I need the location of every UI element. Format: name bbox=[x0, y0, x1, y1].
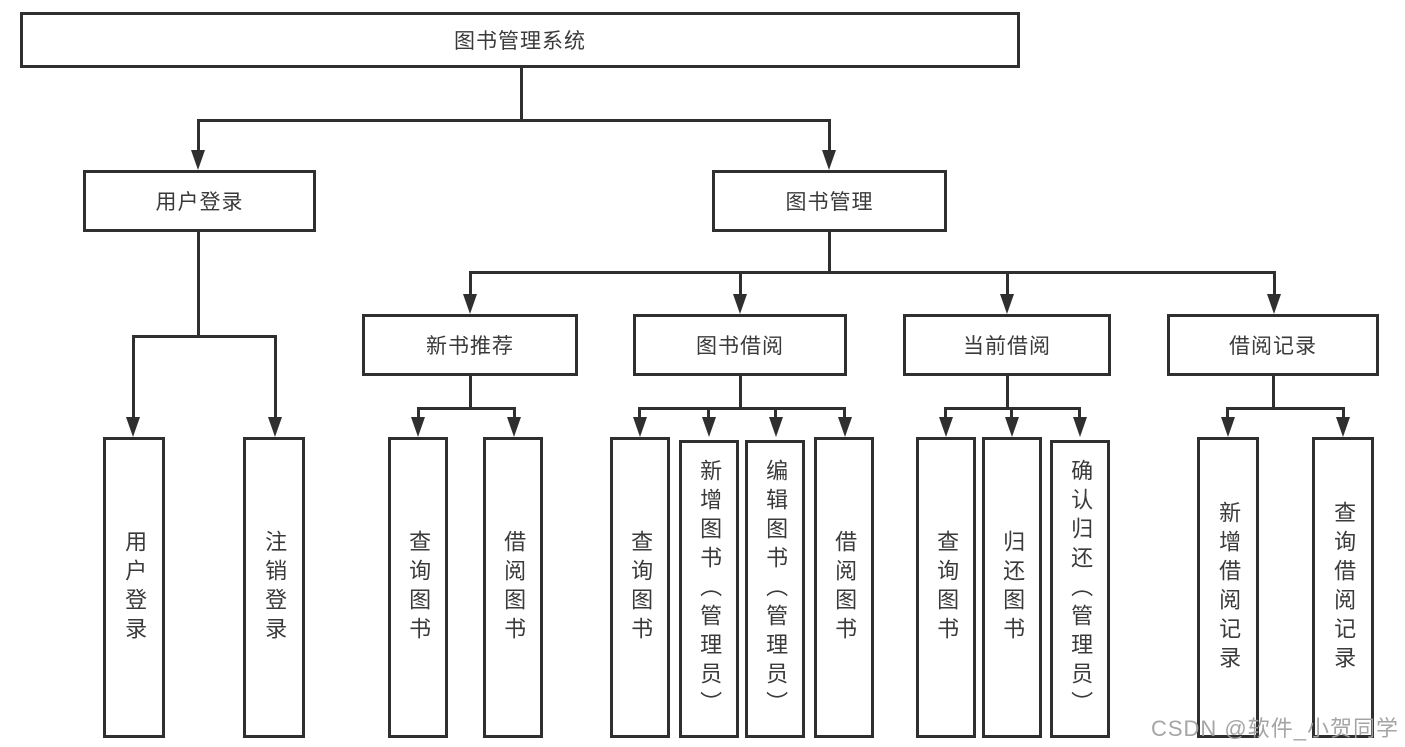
connector-bar bbox=[469, 271, 1276, 274]
node-book-borrow-label: 图书借阅 bbox=[696, 335, 784, 358]
connector-stem bbox=[828, 232, 831, 273]
node-borrow-records-label: 借阅记录 bbox=[1229, 335, 1317, 358]
connector-drop bbox=[274, 335, 277, 419]
connector-stem bbox=[469, 376, 472, 409]
connector-drop bbox=[1078, 407, 1081, 421]
leaf-label: 确认归还（管理员） bbox=[1068, 458, 1094, 720]
connector-drop bbox=[1006, 271, 1009, 297]
leaf-query-books-borrow: 查询图书 bbox=[610, 437, 670, 738]
connector-stem bbox=[197, 232, 200, 337]
connector-drop bbox=[1273, 271, 1276, 297]
leaf-borrow-books-recommend: 借阅图书 bbox=[483, 437, 543, 738]
arrow-down-icon bbox=[411, 417, 425, 437]
connector-bar bbox=[417, 407, 516, 410]
arrow-down-icon bbox=[191, 150, 205, 170]
leaf-label: 查询图书 bbox=[406, 529, 432, 646]
leaf-add-books-admin: 新增图书（管理员） bbox=[679, 440, 739, 738]
connector-drop bbox=[707, 407, 710, 421]
leaf-user-login: 用户登录 bbox=[103, 437, 165, 738]
leaf-label: 借阅图书 bbox=[832, 529, 858, 646]
node-current-borrow: 当前借阅 bbox=[903, 314, 1111, 376]
arrow-down-icon bbox=[1005, 417, 1019, 437]
arrow-down-icon bbox=[702, 417, 716, 437]
arrow-down-icon bbox=[733, 294, 747, 314]
connector-drop bbox=[638, 407, 641, 421]
connector-drop bbox=[1226, 407, 1229, 421]
arrow-down-icon bbox=[268, 417, 282, 437]
connector-drop bbox=[828, 119, 831, 153]
arrow-down-icon bbox=[1073, 417, 1087, 437]
connector-stem bbox=[1006, 376, 1009, 409]
node-book-management-label: 图书管理 bbox=[785, 191, 874, 214]
leaf-borrow-books: 借阅图书 bbox=[814, 437, 874, 738]
node-new-book-recommend: 新书推荐 bbox=[362, 314, 578, 376]
leaf-confirm-return-admin: 确认归还（管理员） bbox=[1050, 440, 1110, 738]
node-book-borrow: 图书借阅 bbox=[633, 314, 847, 376]
arrow-down-icon bbox=[838, 417, 852, 437]
leaf-label: 查询图书 bbox=[628, 529, 654, 646]
connector-bar bbox=[1226, 407, 1345, 410]
arrow-down-icon bbox=[939, 417, 953, 437]
node-current-borrow-label: 当前借阅 bbox=[963, 335, 1051, 358]
connector-drop bbox=[944, 407, 947, 421]
node-user-login: 用户登录 bbox=[83, 170, 316, 232]
arrow-down-icon bbox=[1267, 294, 1281, 314]
connector-drop bbox=[197, 119, 200, 153]
connector-bar bbox=[638, 407, 846, 410]
arrow-down-icon bbox=[507, 417, 521, 437]
leaf-logout-label: 注销登录 bbox=[262, 529, 288, 646]
connector-drop bbox=[1342, 407, 1345, 421]
arrow-down-icon bbox=[463, 294, 477, 314]
leaf-query-borrow-record: 查询借阅记录 bbox=[1312, 437, 1374, 738]
leaf-label: 新增借阅记录 bbox=[1216, 500, 1242, 675]
arrow-down-icon bbox=[1000, 294, 1014, 314]
connector-bar bbox=[132, 335, 277, 338]
leaf-logout: 注销登录 bbox=[243, 437, 305, 738]
leaf-query-books-current: 查询图书 bbox=[916, 437, 976, 738]
node-user-login-label: 用户登录 bbox=[155, 191, 244, 214]
leaf-return-books: 归还图书 bbox=[982, 437, 1042, 738]
connector-drop bbox=[417, 407, 420, 421]
connector-drop bbox=[774, 407, 777, 421]
csdn-watermark: CSDN @软件_小贺同学 bbox=[1150, 716, 1399, 741]
connector-stem bbox=[739, 376, 742, 409]
arrow-down-icon bbox=[769, 417, 783, 437]
connector-drop bbox=[132, 335, 135, 419]
connector-drop bbox=[469, 271, 472, 297]
leaf-label: 编辑图书（管理员） bbox=[763, 458, 789, 720]
connector-drop bbox=[1010, 407, 1013, 421]
leaf-label: 新增图书（管理员） bbox=[697, 458, 723, 720]
node-new-book-recommend-label: 新书推荐 bbox=[426, 335, 514, 358]
leaf-edit-books-admin: 编辑图书（管理员） bbox=[745, 440, 805, 738]
connector-root-stem bbox=[520, 68, 523, 121]
leaf-label: 借阅图书 bbox=[501, 529, 527, 646]
connector-root-bar bbox=[197, 119, 831, 122]
node-borrow-records: 借阅记录 bbox=[1167, 314, 1379, 376]
arrow-down-icon bbox=[1336, 417, 1350, 437]
node-root-label: 图书管理系统 bbox=[454, 30, 586, 53]
node-book-management: 图书管理 bbox=[712, 170, 947, 232]
arrow-down-icon bbox=[822, 150, 836, 170]
leaf-user-login-label: 用户登录 bbox=[122, 529, 148, 646]
arrow-down-icon bbox=[633, 417, 647, 437]
leaf-label: 查询图书 bbox=[934, 529, 960, 646]
leaf-query-books-recommend: 查询图书 bbox=[388, 437, 448, 738]
leaf-label: 归还图书 bbox=[1000, 529, 1026, 646]
connector-drop bbox=[739, 271, 742, 297]
leaf-label: 查询借阅记录 bbox=[1331, 500, 1357, 675]
connector-drop bbox=[843, 407, 846, 421]
node-root: 图书管理系统 bbox=[20, 12, 1020, 68]
arrow-down-icon bbox=[1221, 417, 1235, 437]
connector-drop bbox=[513, 407, 516, 421]
leaf-add-borrow-record: 新增借阅记录 bbox=[1197, 437, 1259, 738]
connector-stem bbox=[1272, 376, 1275, 409]
arrow-down-icon bbox=[126, 417, 140, 437]
